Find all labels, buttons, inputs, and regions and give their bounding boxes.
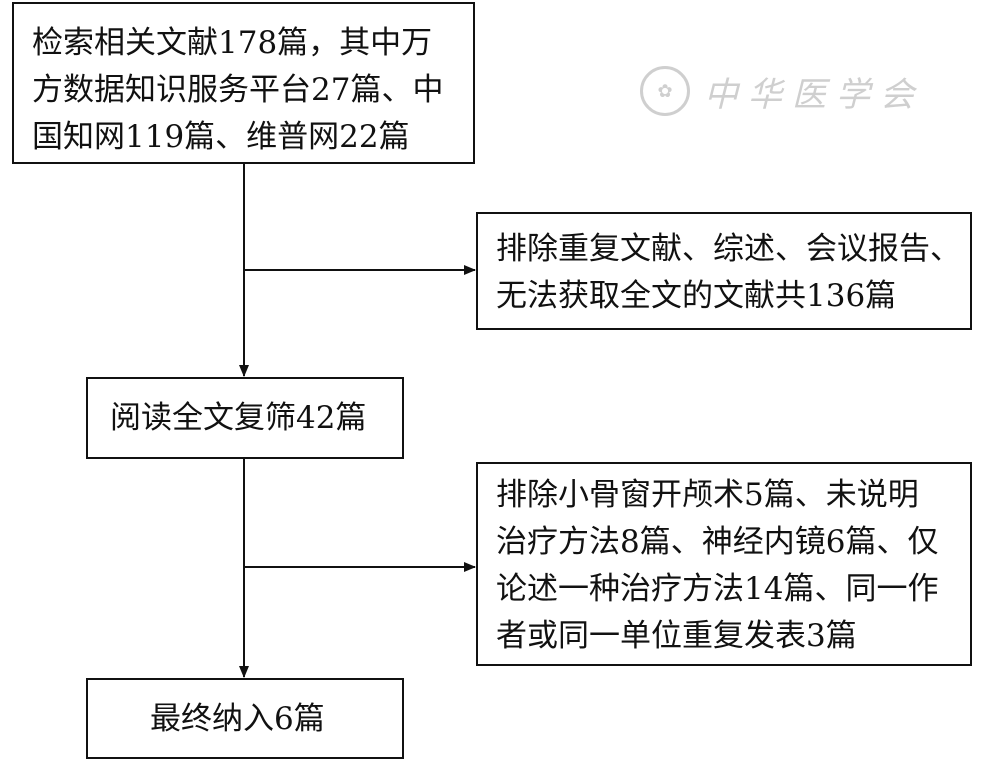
watermark: ✿ 中华医学会 [640,66,924,116]
box-text: 最终纳入6篇 [150,701,325,737]
box-line: 排除重复文献、综述、会议报告、 [496,231,961,267]
box-line: 国知网119篇、维普网22篇 [32,119,410,155]
box-text: 阅读全文复筛42篇 [110,400,367,436]
search-box: 检索相关文献178篇，其中万 方数据知识服务平台27篇、中 国知网119篇、维普… [12,2,475,164]
box-line: 者或同一单位重复发表3篇 [496,618,857,654]
box-line: 检索相关文献178篇，其中万 [32,25,433,61]
fulltext-screen-box: 阅读全文复筛42篇 [86,377,404,459]
watermark-text: 中华医学会 [704,74,924,115]
box-line: 排除小骨窗开颅术5篇、未说明 [496,477,919,513]
exclude-duplicates-box: 排除重复文献、综述、会议报告、 无法获取全文的文献共136篇 [476,212,972,330]
box-line: 无法获取全文的文献共136篇 [496,278,897,314]
box-line: 方数据知识服务平台27篇、中 [32,72,444,108]
box-line: 论述一种治疗方法14篇、同一作 [496,571,939,607]
box-line: 治疗方法8篇、神经内镜6篇、仅 [496,524,939,560]
final-included-box: 最终纳入6篇 [86,678,404,759]
seal-icon: ✿ [640,66,690,116]
exclude-methods-box: 排除小骨窗开颅术5篇、未说明 治疗方法8篇、神经内镜6篇、仅 论述一种治疗方法1… [476,462,972,666]
